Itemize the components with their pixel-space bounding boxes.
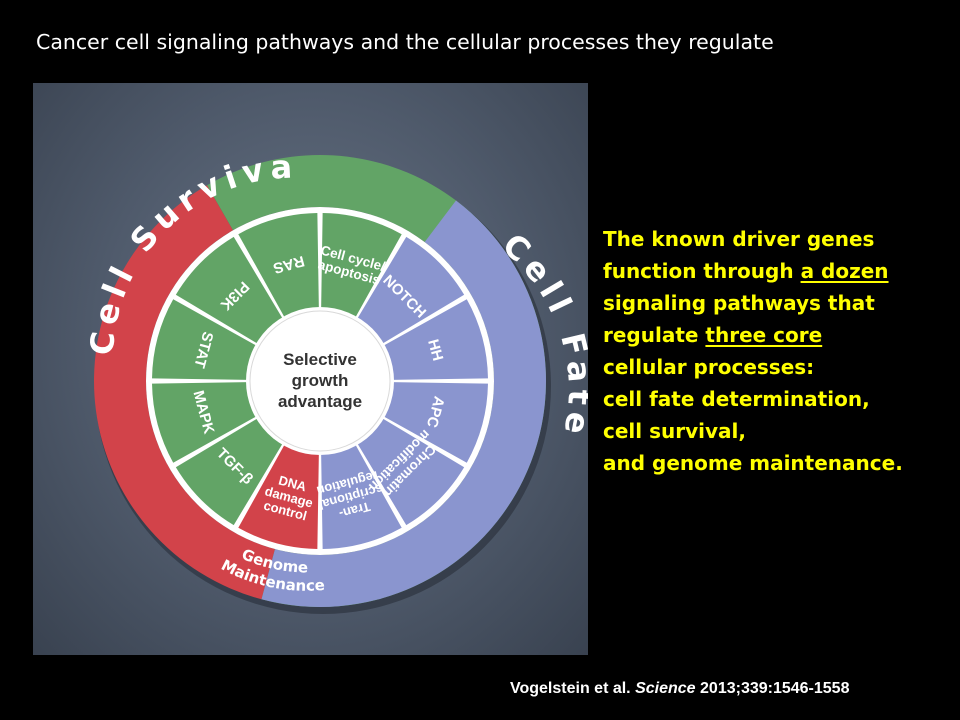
sector-dna-damage-control xyxy=(238,443,319,549)
sector-mapk xyxy=(152,382,258,463)
sector-hh xyxy=(382,299,488,380)
summary-line-6: cell fate determination, xyxy=(603,387,870,411)
citation-journal: Science xyxy=(635,680,696,697)
summary-text: The known driver genes function through … xyxy=(603,223,903,479)
sector-chromatin-modification xyxy=(356,417,465,526)
slide-title: Cancer cell signaling pathways and the c… xyxy=(36,30,774,54)
summary-line-1: The known driver genes xyxy=(603,227,875,251)
sector-transcriptional-regulation xyxy=(321,443,402,549)
center-disc xyxy=(249,310,391,452)
cell-fate-ring-segment xyxy=(261,200,546,607)
sector-ras xyxy=(238,213,319,319)
sector-cell-cycle-apoptosis xyxy=(321,213,402,319)
sector-notch xyxy=(356,236,465,345)
genome-maintenance-ring-segment xyxy=(94,185,275,600)
summary-emphasis-dozen: a dozen xyxy=(800,259,889,283)
sector-pi3k xyxy=(175,236,284,345)
citation: Vogelstein et al. Science 2013;339:1546-… xyxy=(510,680,849,698)
sector-apc xyxy=(382,382,488,463)
summary-line-3: signaling pathways that xyxy=(603,291,875,315)
pathway-wheel: Cell cycle/apoptosisNOTCHHHAPCChromatinm… xyxy=(33,83,588,614)
sector-stat xyxy=(152,299,258,380)
summary-line-2-text: function through xyxy=(603,259,801,283)
pathway-label-transcriptional-regulation: Tran-scriptionalregulation xyxy=(314,468,389,527)
summary-line-4-text: regulate xyxy=(603,323,706,347)
summary-line-7: cell survival, xyxy=(603,419,746,443)
citation-authors: Vogelstein et al. xyxy=(510,680,631,697)
summary-line-4: regulate three core xyxy=(603,319,903,351)
summary-line-2: function through a dozen xyxy=(603,255,903,287)
summary-line-5: cellular processes: xyxy=(603,355,815,379)
summary-emphasis-three-core: three core xyxy=(705,323,823,347)
pathway-label-hh: HH xyxy=(424,337,446,362)
sector-tgf-beta xyxy=(175,417,284,526)
summary-line-8: and genome maintenance. xyxy=(603,451,903,475)
citation-details: 2013;339:1546-1558 xyxy=(700,680,850,697)
